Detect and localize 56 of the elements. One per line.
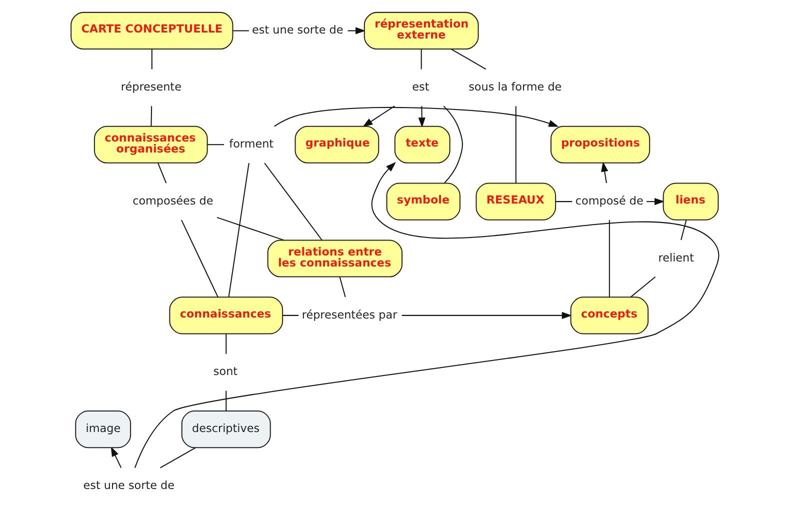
- node-box: concepts: [570, 296, 649, 334]
- node-text: forment: [229, 137, 274, 150]
- node-box: CARTE CONCEPTUELLE: [70, 12, 234, 50]
- connector: [556, 201, 572, 202]
- connector: [608, 220, 610, 298]
- node-text: est une sorte de: [83, 479, 174, 492]
- node-box: image: [75, 410, 132, 448]
- connector: [151, 49, 152, 70]
- node-box: symbole: [386, 182, 460, 220]
- connector: [339, 276, 346, 298]
- node-box: texte: [394, 126, 450, 164]
- node-box: répresentation externe: [364, 12, 479, 50]
- arrow: [418, 106, 426, 128]
- arrow: [362, 106, 395, 127]
- connector: [226, 334, 227, 354]
- connector: [630, 276, 656, 298]
- connector: [226, 390, 227, 411]
- node-text: répresentées par: [302, 308, 398, 322]
- connector: [264, 162, 322, 240]
- node-box: connaissances organisées: [94, 126, 208, 164]
- node-box: descriptives: [181, 410, 271, 448]
- arrow: [646, 198, 665, 206]
- node-box: RESEAUX: [476, 182, 556, 220]
- node-text: composé de: [575, 194, 644, 208]
- arrow: [601, 162, 608, 184]
- connector: [208, 144, 224, 146]
- node-text: relient: [658, 251, 694, 264]
- node-box: connaissances: [169, 296, 284, 334]
- arrow: [134, 162, 719, 468]
- node-box: propositions: [550, 126, 650, 164]
- node-box: liens: [662, 182, 719, 220]
- node-box: relations entre les connaissances: [267, 240, 403, 278]
- connector: [228, 162, 250, 297]
- connector: [157, 162, 167, 184]
- connector: [515, 106, 516, 184]
- arrow: [110, 446, 122, 468]
- node-text: sous la forme de: [468, 80, 562, 94]
- connector: [680, 220, 687, 240]
- node-text: répresente: [120, 80, 182, 94]
- connector: [451, 48, 486, 70]
- connector: [216, 216, 284, 241]
- connector: [420, 49, 422, 70]
- arrow: [274, 106, 559, 127]
- node-text: composées de: [132, 194, 214, 208]
- connector: [150, 106, 152, 126]
- connector: [181, 220, 218, 298]
- connector: [282, 314, 299, 316]
- node-text: sont: [213, 365, 238, 378]
- arrow: [402, 312, 572, 319]
- connector: [232, 30, 249, 32]
- node-text: est: [412, 80, 430, 94]
- node-text: est une sorte de: [252, 24, 344, 37]
- node-box: graphique: [294, 126, 380, 164]
- connector: [160, 447, 196, 468]
- arrow: [348, 27, 366, 34]
- connector: [443, 106, 463, 184]
